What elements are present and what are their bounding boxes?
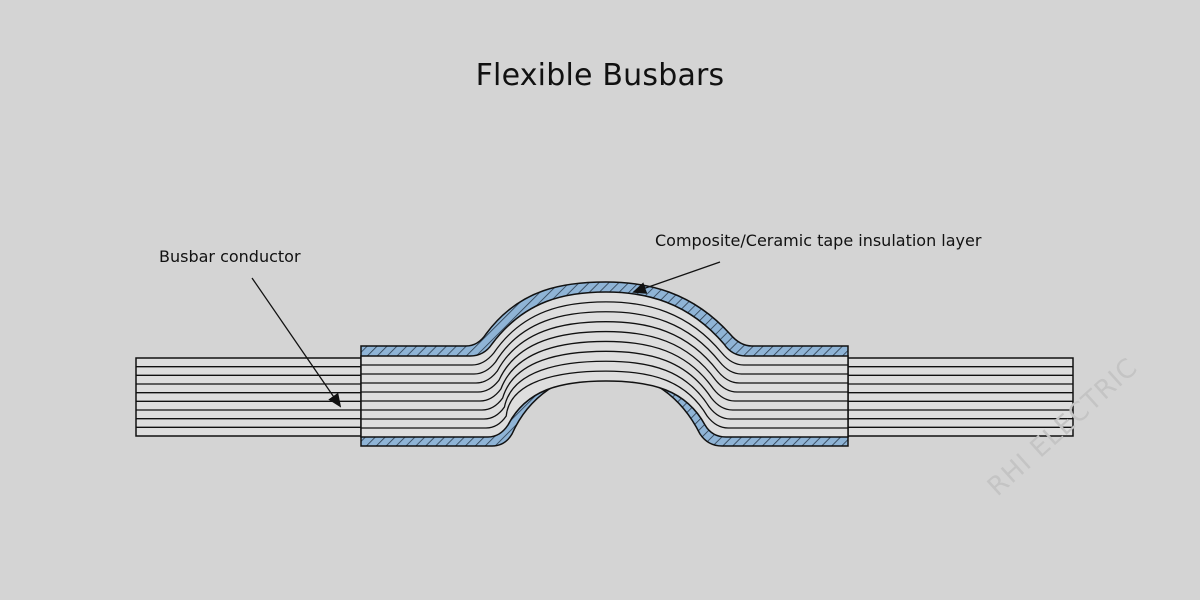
conductor-layer-line xyxy=(361,301,848,366)
conductor-layer-line xyxy=(361,330,848,393)
conductor-layer-line xyxy=(361,311,848,375)
conductor-layer-line xyxy=(361,350,848,411)
busbar-conductor-label: Busbar conductor xyxy=(159,247,301,266)
insulation-layer-label: Composite/Ceramic tape insulation layer xyxy=(655,231,982,250)
conductor-right-section xyxy=(846,357,1074,437)
diagram-title: Flexible Busbars xyxy=(475,58,725,93)
insulated-bend-section xyxy=(360,281,849,447)
conductor-layer-line xyxy=(361,321,848,384)
conductor-layer-line xyxy=(361,340,848,402)
conductor-left-section xyxy=(135,357,363,437)
conductor-leader-arrow xyxy=(251,277,342,408)
insulation-leader-arrow xyxy=(632,261,721,294)
conductor-layer-line xyxy=(361,360,848,420)
conductor-layer-line xyxy=(361,370,848,429)
